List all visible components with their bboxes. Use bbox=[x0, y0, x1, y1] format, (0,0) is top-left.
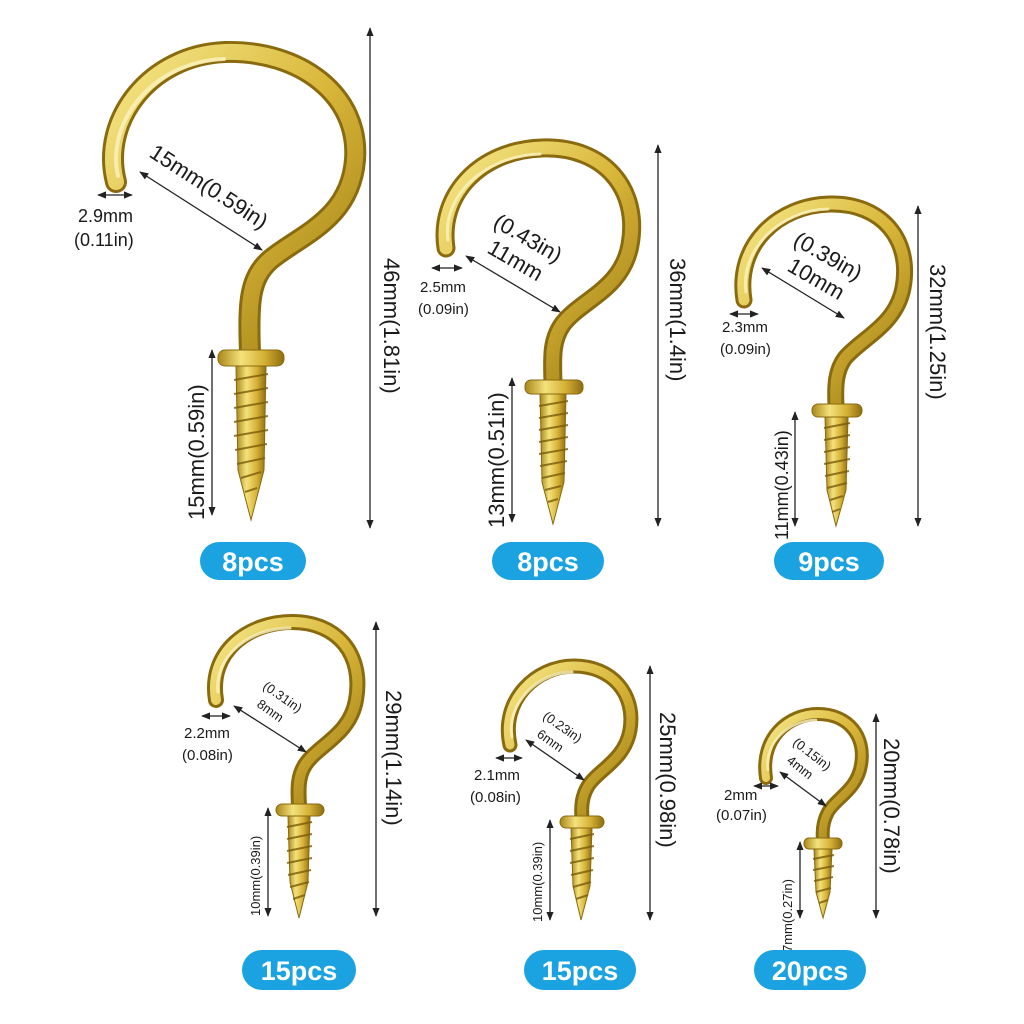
hook-2-collar bbox=[524, 379, 584, 395]
hook-6-wire-in: (0.07in) bbox=[716, 807, 767, 824]
hook-4-qty-badge bbox=[242, 950, 356, 990]
hook-4-thread-length: 10mm(0.39in) bbox=[248, 836, 263, 916]
hook-2-qty-badge bbox=[492, 542, 604, 580]
hook-6-qty-label: 20pcs bbox=[772, 956, 849, 986]
hook-1-collar bbox=[217, 349, 285, 367]
hook-4-collar bbox=[275, 803, 325, 817]
hook-5-wire-in: (0.08in) bbox=[470, 789, 521, 806]
hook-3-wire-mm: 2.3mm bbox=[722, 319, 768, 336]
hook-1-wire-in: (0.11in) bbox=[74, 230, 134, 250]
hook-4-screw bbox=[287, 815, 311, 919]
hook-4-total-height: 29mm(1.14in) bbox=[381, 690, 406, 826]
hook-3-total-height: 32mm(1.25in) bbox=[925, 264, 950, 400]
hook-3: 32mm(1.25in) 11mm(0.43in) (0.39in) 10mm … bbox=[720, 195, 950, 580]
hook-3-collar bbox=[811, 403, 863, 418]
hook-5-collar bbox=[559, 815, 605, 829]
hook-2-wire-in: (0.09in) bbox=[418, 301, 469, 318]
hook-5-total-height: 25mm(0.98in) bbox=[655, 712, 680, 848]
hook-1-opening: 15mm(0.59in) bbox=[145, 139, 272, 234]
hook-6-collar bbox=[803, 837, 843, 850]
hook-6-screw bbox=[813, 848, 833, 920]
hook-6-qty-badge bbox=[754, 950, 866, 990]
hook-1-wire-mm: 2.9mm bbox=[78, 206, 133, 226]
hook-4-wire-in: (0.08in) bbox=[182, 747, 233, 764]
hook-4: 29mm(1.14in) 10mm(0.39in) (0.31in) 8mm 2… bbox=[182, 613, 406, 990]
hook-5-screw bbox=[570, 827, 593, 921]
hook-4-qty-label: 15pcs bbox=[261, 956, 338, 986]
hook-3-qty-badge bbox=[774, 542, 884, 580]
hook-1-total-height: 46mm(1.81in) bbox=[379, 258, 404, 394]
hook-2-wire-mm: 2.5mm bbox=[420, 279, 466, 296]
hook-5: 25mm(0.98in) 10mm(0.39in) (0.23in) 6mm 2… bbox=[470, 658, 680, 990]
hook-1: 46mm(1.81in) 15mm(0.59in) 15mm(0.59in) 2… bbox=[74, 27, 404, 580]
hook-1-qty-label: 8pcs bbox=[222, 547, 284, 577]
hook-2: 36mm(1.4in) 13mm(0.51in) (0.43in) 11mm 2… bbox=[418, 138, 690, 580]
hook-2-qty-label: 8pcs bbox=[517, 547, 579, 577]
hook-4-wire-mm: 2.2mm bbox=[184, 725, 230, 742]
hook-3-wire-in: (0.09in) bbox=[720, 341, 771, 358]
hook-1-thread-length: 15mm(0.59in) bbox=[184, 384, 209, 520]
hook-5-wire-mm: 2.1mm bbox=[474, 767, 520, 784]
hook-6: 20mm(0.78in) 7mm(0.27in) (0.15in) 4mm 2m… bbox=[716, 706, 904, 990]
hook-6-wire-mm: 2mm bbox=[724, 787, 757, 804]
hook-3-thread-length: 11mm(0.43in) bbox=[772, 430, 792, 540]
hook-2-total-height: 36mm(1.4in) bbox=[665, 258, 690, 381]
hook-2-thread-length: 13mm(0.51in) bbox=[484, 392, 509, 528]
hook-6-total-height: 20mm(0.78in) bbox=[879, 738, 904, 874]
hook-1-qty-badge bbox=[200, 542, 306, 580]
hook-5-qty-badge bbox=[524, 950, 636, 990]
hook-6-thread-length: 7mm(0.27in) bbox=[780, 879, 795, 952]
hook-3-qty-label: 9pcs bbox=[798, 547, 860, 577]
hook-5-thread-length: 10mm(0.39in) bbox=[530, 842, 545, 922]
hook-5-qty-label: 15pcs bbox=[542, 956, 619, 986]
